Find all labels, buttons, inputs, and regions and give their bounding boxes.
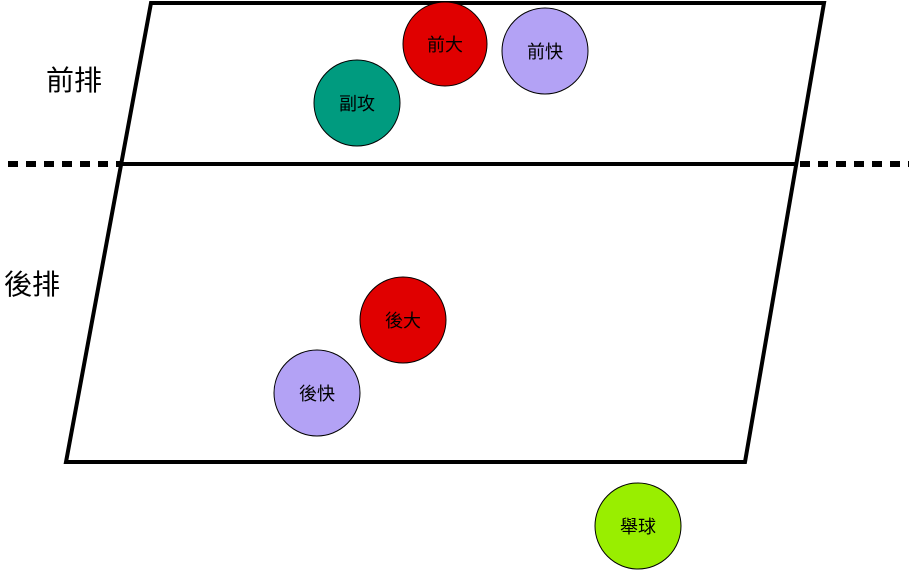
- back-row-label: 後排: [4, 268, 60, 301]
- player-circle: [594, 482, 682, 570]
- player-circle: [313, 59, 401, 147]
- player-label: 副攻: [339, 94, 375, 115]
- player-circle: [359, 276, 447, 364]
- player-label: 前快: [527, 42, 563, 63]
- player-label: 後快: [299, 384, 335, 405]
- player-back-middle: 後大: [359, 276, 447, 364]
- player-front-middle: 前大: [402, 1, 488, 87]
- front-row-label: 前排: [46, 64, 102, 97]
- player-label: 舉球: [620, 517, 656, 538]
- player-label: 後大: [385, 311, 421, 332]
- player-circle: [402, 1, 488, 87]
- player-circle: [501, 7, 589, 95]
- player-back-quick: 後快: [273, 349, 361, 437]
- player-label: 前大: [427, 35, 463, 56]
- court-outline: [63, 1, 827, 464]
- player-setter: 舉球: [594, 482, 682, 570]
- player-front-quick: 前快: [501, 7, 589, 95]
- player-opposite: 副攻: [313, 59, 401, 147]
- player-circle: [273, 349, 361, 437]
